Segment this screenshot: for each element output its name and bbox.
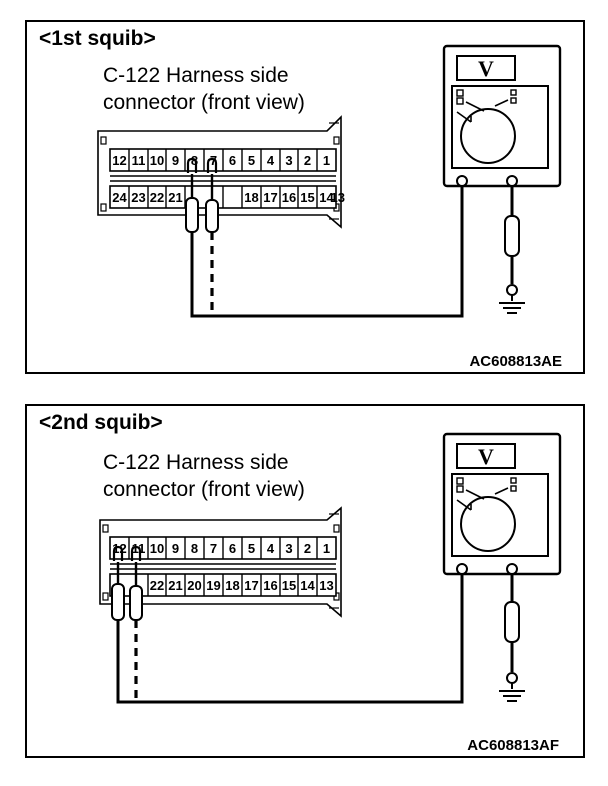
pin-label: 10 — [150, 541, 164, 556]
pin-label: 9 — [172, 153, 179, 168]
pin-label: 6 — [229, 541, 236, 556]
ground-probe — [504, 186, 520, 296]
pin-label: 12 — [112, 541, 126, 556]
pin-label: 22 — [150, 190, 164, 205]
voltmeter: V — [442, 44, 562, 188]
pin-label: 19 — [206, 578, 220, 593]
pin-label: 14 — [319, 190, 334, 205]
pin-label: 11 — [132, 153, 146, 168]
pin-label: 17 — [263, 190, 277, 205]
pin-label: 2 — [304, 541, 311, 556]
connector-caption-line1: C-122 Harness side — [103, 64, 289, 87]
pin-label: 17 — [244, 578, 258, 593]
pin-label: 14 — [300, 578, 315, 593]
meter-lead-wiring — [116, 570, 464, 704]
pin-label: 7 — [210, 153, 217, 168]
pin-label: 12 — [112, 153, 126, 168]
voltmeter-mode-label: V — [478, 56, 494, 81]
pin-label: 15 — [300, 190, 314, 205]
pin-label: 23 — [131, 190, 145, 205]
test-probes — [185, 157, 219, 233]
pin-label: 7 — [210, 541, 217, 556]
pin-label: 10 — [150, 153, 164, 168]
pin-label: 2 — [304, 153, 311, 168]
pin-label: 13 — [319, 578, 333, 593]
pin-label: 1 — [323, 541, 330, 556]
pin-label: 1 — [323, 153, 330, 168]
panel-title: <1st squib> — [39, 27, 156, 50]
connector-caption-line1: C-122 Harness side — [103, 451, 289, 474]
pin-label: 6 — [229, 153, 236, 168]
ground-icon — [499, 295, 525, 314]
pin-label: 16 — [282, 190, 296, 205]
pin-label: 24 — [112, 190, 127, 205]
pin-label: 15 — [282, 578, 296, 593]
voltmeter-mode-label: V — [478, 444, 494, 469]
connector-caption-line2: connector (front view) — [103, 478, 305, 501]
panel-frame — [25, 20, 585, 374]
pin-label: 22 — [150, 578, 164, 593]
pin-label: 21 — [168, 190, 182, 205]
pin-label: 3 — [285, 541, 292, 556]
ground-icon — [499, 683, 525, 702]
pin-label: 4 — [267, 153, 275, 168]
pin-label: 3 — [285, 153, 292, 168]
pin-label: 13 — [331, 190, 345, 205]
panel-1-drawing: <1st squib> C-122 Harness side connector… — [25, 20, 585, 374]
connector-c122: 12 11 10 9 8 7 6 5 4 3 2 1 22 21 20 19 1… — [99, 506, 342, 618]
pin-label: 20 — [187, 578, 201, 593]
pin-label: 5 — [248, 153, 255, 168]
pin-label: 18 — [244, 190, 258, 205]
connector-caption-line2: connector (front view) — [103, 91, 305, 114]
figure-id: AC608813AE — [469, 353, 562, 370]
figure-id: AC608813AF — [467, 737, 559, 754]
pin-label: 8 — [191, 541, 198, 556]
panel-frame — [25, 404, 585, 758]
panel-1st-squib: <1st squib> C-122 Harness side connector… — [25, 20, 585, 374]
voltmeter: V — [442, 432, 562, 576]
pin-label: 21 — [168, 578, 182, 593]
ground-probe — [504, 574, 520, 684]
panel-title: <2nd squib> — [39, 411, 163, 434]
panel-2-drawing: <2nd squib> C-122 Harness side connector… — [25, 404, 585, 758]
pin-label: 16 — [263, 578, 277, 593]
pin-label: 18 — [225, 578, 239, 593]
pin-label: 4 — [267, 541, 275, 556]
panel-2nd-squib: <2nd squib> C-122 Harness side connector… — [25, 404, 585, 758]
meter-lead-wiring — [190, 182, 464, 318]
pin-label: 5 — [248, 541, 255, 556]
connector-c122: 12 11 10 9 8 7 6 5 4 3 2 1 24 23 22 21 1… — [97, 115, 345, 229]
pin-label: 9 — [172, 541, 179, 556]
test-probes — [111, 545, 143, 621]
